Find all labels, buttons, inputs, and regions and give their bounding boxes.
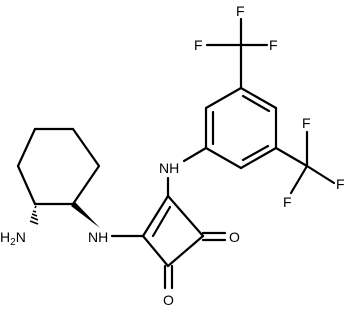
cf3-group-top: F F F (194, 3, 278, 90)
oxygen-label: O (229, 229, 240, 245)
stereo-wedge-bond (71, 202, 100, 228)
fluorine-label: F (194, 37, 203, 53)
stereo-hash-bond (29, 205, 39, 225)
benzene-ring (204, 86, 278, 170)
nh-linker-lower: NH (71, 202, 145, 245)
oxygen-label: O (163, 292, 174, 308)
amine-h: H (0, 229, 10, 245)
nh-linker-upper: NH (159, 146, 208, 198)
fluorine-label: F (336, 176, 345, 192)
cf3-group-right: F F F (274, 115, 345, 210)
fluorine-label: F (269, 37, 278, 53)
amine-label: H2N (0, 229, 26, 248)
amine-subscript: 2 (10, 237, 16, 248)
squaramide-ring: O O (141, 194, 240, 308)
nh-label: NH (159, 160, 179, 176)
fluorine-label: F (236, 3, 245, 19)
nh-label: NH (88, 229, 108, 245)
cyclohexane-ring (16, 127, 101, 206)
fluorine-label: F (302, 115, 311, 131)
amine-n: N (16, 229, 26, 245)
fluorine-label: F (283, 194, 292, 210)
